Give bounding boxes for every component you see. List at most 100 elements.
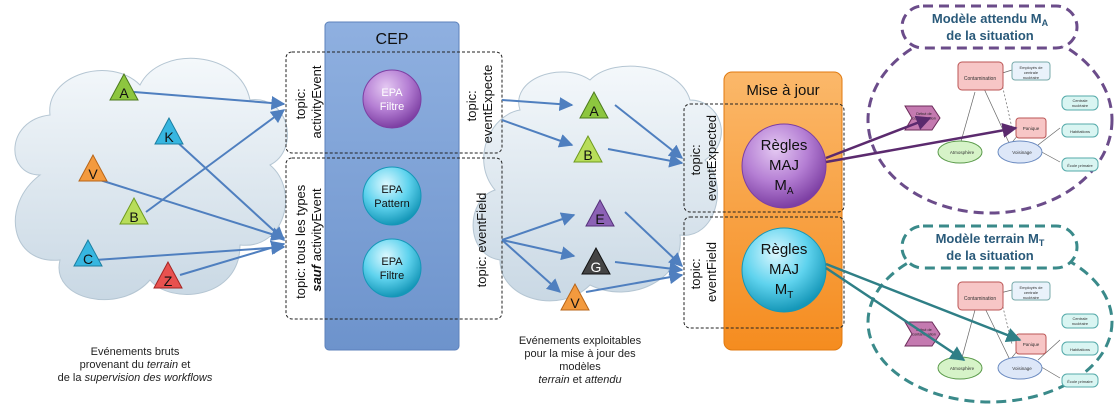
- field-node-contamination: [957, 281, 1004, 311]
- field-node-centrale: [1061, 313, 1099, 329]
- topic-activity-label: topic: activityEvent: [293, 65, 324, 138]
- svg-text:B: B: [129, 209, 138, 225]
- field-node-habitations: [1061, 341, 1099, 356]
- epa-filter-1: EPA Filtre: [362, 69, 422, 129]
- exploitable-event-v: V: [560, 282, 590, 311]
- update-title: Mise à jour: [746, 82, 819, 99]
- field-node-voisinage: [997, 356, 1043, 380]
- svg-text:Panique: Panique: [1023, 342, 1040, 347]
- svg-text:MT: MT: [775, 281, 794, 301]
- exploitable-event-b: B: [573, 134, 603, 163]
- svg-text:Contamination: Contamination: [964, 76, 996, 82]
- expected-node-voisinage: [997, 140, 1043, 164]
- svg-text:C: C: [83, 251, 93, 267]
- raw-event-c: C: [73, 238, 103, 267]
- svg-text:MAJ: MAJ: [769, 261, 799, 278]
- raw-event-b: B: [119, 196, 149, 225]
- field-node-ecole: [1061, 373, 1099, 388]
- expected-node-habitations: [1061, 123, 1099, 138]
- raw-event-a: A: [109, 72, 139, 101]
- raw-event-k: K: [154, 116, 184, 145]
- update-input-arrows: [585, 104, 684, 293]
- svg-text:A: A: [119, 85, 129, 101]
- raw-event-v: V: [78, 153, 108, 182]
- svg-text:Atmosphère: Atmosphère: [950, 366, 975, 371]
- svg-text:Voisinage: Voisinage: [1012, 366, 1032, 371]
- svg-text:Contamination: Contamination: [964, 296, 996, 302]
- topic-expected-right-label: topic: eventExpected: [688, 115, 719, 201]
- svg-text:EPA: EPA: [381, 256, 403, 268]
- exploitable-event-triangles: A B E G V: [560, 90, 615, 311]
- raw-events-caption: Evénements bruts provenant du terrain et…: [57, 346, 213, 384]
- topic-box-activity: [285, 51, 503, 154]
- exploitable-events-caption: Evénements exploitables pour la mise à j…: [518, 335, 642, 386]
- svg-text:Atmosphère: Atmosphère: [950, 150, 975, 155]
- svg-text:E: E: [595, 211, 604, 227]
- svg-text:EPA: EPA: [381, 184, 403, 196]
- svg-text:École primaire: École primaire: [1067, 379, 1093, 384]
- svg-text:MAJ: MAJ: [769, 157, 799, 174]
- svg-text:A: A: [589, 103, 599, 119]
- cep-output-arrows: [501, 97, 576, 293]
- svg-text:Filtre: Filtre: [380, 101, 404, 113]
- exploitable-event-a: A: [579, 90, 609, 119]
- topic-field-mid-label: topic: eventField: [474, 193, 489, 288]
- field-node-employes: [1011, 281, 1051, 301]
- cep-title: CEP: [376, 31, 409, 48]
- svg-text:Filtre: Filtre: [380, 270, 404, 282]
- svg-text:Modèle attendu MA: Modèle attendu MA: [932, 11, 1049, 28]
- raw-events-cloud: [14, 57, 288, 301]
- rules-mt: Règles MAJ MT: [741, 227, 827, 313]
- topic-box-field-right: [683, 216, 845, 329]
- svg-text:Panique: Panique: [1023, 126, 1040, 131]
- svg-text:Z: Z: [164, 273, 173, 289]
- svg-text:Pattern: Pattern: [374, 198, 409, 210]
- topic-expected-short-label: topic: eventExpecte: [464, 65, 495, 144]
- svg-text:de la situation: de la situation: [946, 28, 1033, 43]
- epa-filter-2: EPA Filtre: [362, 238, 422, 298]
- svg-text:MA: MA: [774, 177, 794, 197]
- epa-pattern: EPA Pattern: [362, 166, 422, 226]
- expected-node-atmosphere: [937, 140, 983, 164]
- topic-field-right-label: topic: eventField: [688, 242, 719, 302]
- exploitable-event-e: E: [585, 198, 615, 227]
- svg-text:V: V: [88, 166, 98, 182]
- svg-text:École primaire: École primaire: [1067, 163, 1093, 168]
- field-model: Modèle terrain MT de la situation Contam…: [866, 224, 1114, 404]
- raw-event-arrows: [94, 91, 286, 276]
- expected-node-employes: [1011, 61, 1051, 81]
- expected-model: Modèle attendu MA de la situation Contam…: [866, 4, 1114, 215]
- svg-text:Habitations: Habitations: [1070, 129, 1090, 134]
- svg-text:de la situation: de la situation: [946, 248, 1033, 263]
- rules-ma: Règles MAJ MA: [741, 123, 827, 209]
- svg-text:V: V: [570, 295, 580, 311]
- expected-node-ecole: [1061, 157, 1099, 172]
- raw-event-z: Z: [153, 260, 183, 289]
- svg-text:Modèle terrain MT: Modèle terrain MT: [936, 231, 1045, 248]
- expected-model-arrows: [825, 115, 1018, 164]
- raw-event-triangles: A K V B C Z: [73, 72, 184, 289]
- field-model-title-box: [900, 224, 1079, 270]
- svg-text:Règles: Règles: [761, 241, 808, 258]
- field-model-arrows: [825, 262, 1022, 362]
- svg-text:G: G: [591, 259, 602, 275]
- svg-text:Habitations: Habitations: [1070, 347, 1090, 352]
- topic-all-types-label: topic: tous les types sauf activityEvent: [293, 181, 324, 299]
- exploitable-event-g: G: [581, 246, 611, 275]
- expected-node-centrale: [1061, 95, 1099, 111]
- topic-labels: topic: activityEvent topic: tous les typ…: [293, 65, 719, 302]
- field-node-panique: [1015, 333, 1047, 355]
- svg-text:K: K: [164, 129, 174, 145]
- expected-model-title-box: [900, 4, 1079, 50]
- topic-box-field: [285, 157, 503, 320]
- svg-text:Règles: Règles: [761, 137, 808, 154]
- svg-text:B: B: [583, 147, 592, 163]
- svg-text:EPA: EPA: [381, 87, 403, 99]
- expected-node-contamination: [957, 61, 1004, 91]
- svg-text:Voisinage: Voisinage: [1012, 150, 1032, 155]
